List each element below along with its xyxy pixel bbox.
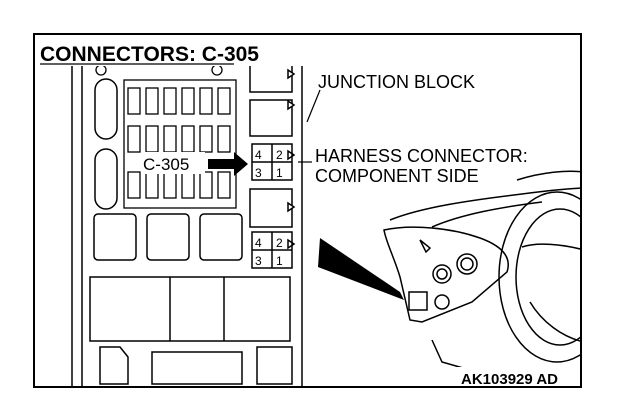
- c305-pointer-arrow: [208, 152, 248, 176]
- pin-label: 1: [276, 254, 283, 268]
- component-side-label: COMPONENT SIDE: [315, 166, 479, 186]
- title-bg: [38, 38, 312, 66]
- c305-label-bg: [141, 152, 205, 174]
- harness-connector-label: HARNESS CONNECTOR:: [315, 146, 528, 166]
- pin-label: 4: [255, 148, 262, 162]
- c305-connector-lower: [251, 231, 293, 269]
- pin-label: 2: [276, 236, 283, 250]
- pin-label: 2: [276, 148, 283, 162]
- page-title: CONNECTORS: C-305: [40, 43, 259, 66]
- connector-sockets: [249, 56, 296, 250]
- diagram-frame: 4 3 2 1 4 3 2 1 C-305 JUNCTION B: [33, 33, 582, 388]
- dashboard-illustration: [383, 170, 580, 373]
- pin-label: 1: [276, 166, 283, 180]
- pin-label: 4: [255, 236, 262, 250]
- junction-block-diagram: 4 3 2 1 4 3 2 1 C-305 JUNCTION B: [38, 38, 580, 388]
- callout-wedge: [318, 238, 404, 300]
- junction-block-body: [71, 51, 303, 386]
- pin-label: 3: [255, 166, 262, 180]
- oval-slots: [94, 78, 118, 210]
- pin-label: 3: [255, 254, 262, 268]
- relays: [89, 213, 293, 385]
- fuse-grid: [95, 64, 237, 209]
- figure-code: AK103929 AD: [461, 371, 558, 388]
- c305-connector-upper: [251, 143, 293, 181]
- c305-label: C-305: [143, 155, 189, 174]
- junction-block-label: JUNCTION BLOCK: [318, 72, 475, 92]
- junction-leader-line: [306, 89, 321, 123]
- figure-code-bg: [457, 367, 580, 386]
